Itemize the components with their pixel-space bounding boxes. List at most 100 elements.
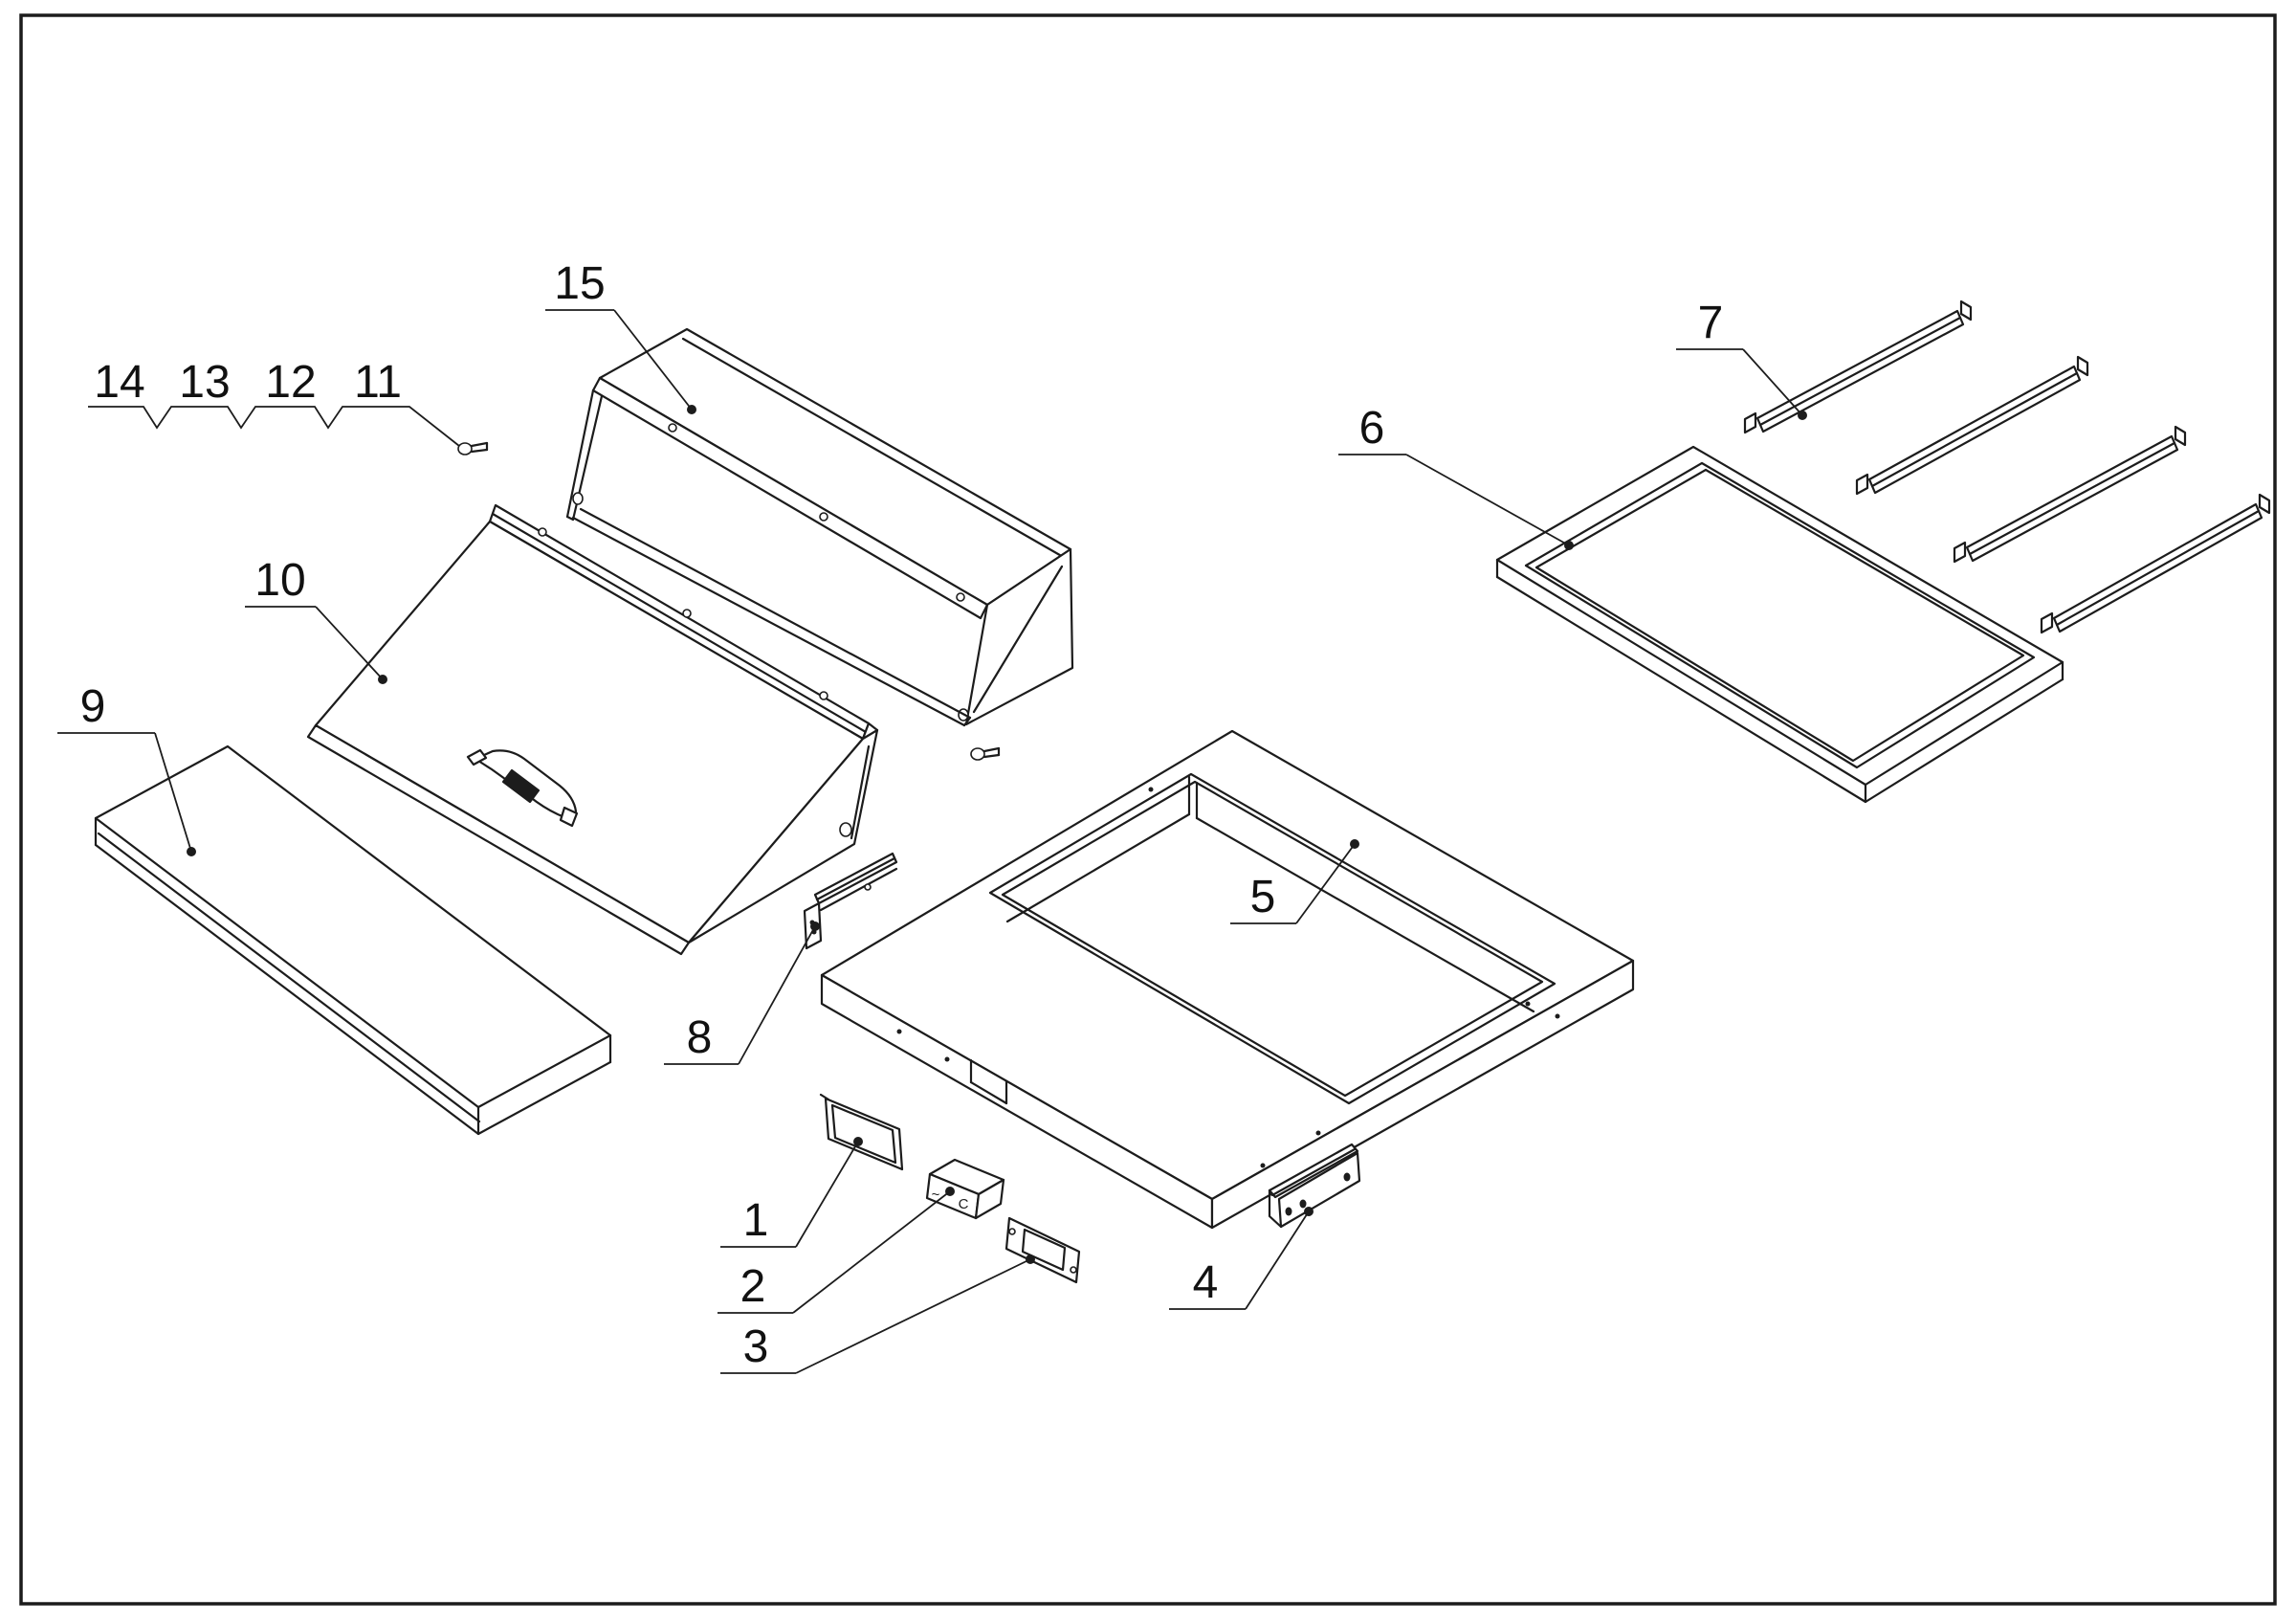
callout-1: 1 bbox=[720, 1137, 863, 1248]
tray-table-top-hole-dot bbox=[1260, 1163, 1266, 1168]
switch-box-marking: ~ bbox=[932, 1187, 940, 1203]
leader-dot-4 bbox=[1304, 1207, 1314, 1216]
part-latch-bracket-right bbox=[1268, 1143, 1361, 1229]
screw-fastener-right-hole bbox=[970, 747, 985, 761]
latch-bracket-right-hole bbox=[1343, 1172, 1351, 1182]
part-screw-fastener-right bbox=[970, 746, 1001, 761]
tray-table-top-hole-dot bbox=[944, 1056, 950, 1062]
leader-dot-10 bbox=[378, 675, 387, 684]
shelf-panel-edge bbox=[97, 832, 481, 1123]
leader-dot-15 bbox=[687, 405, 696, 414]
callout-label-3: 3 bbox=[743, 1321, 769, 1372]
part-tray-table-top bbox=[820, 729, 1635, 1230]
latch-bracket-right-hole bbox=[1299, 1199, 1307, 1209]
callout-label-13: 13 bbox=[179, 357, 230, 408]
cutout-plate-hole bbox=[1008, 1228, 1016, 1235]
callout-label-12: 12 bbox=[265, 357, 316, 408]
leader-dot-8 bbox=[810, 922, 820, 931]
part-screw-fastener-left bbox=[457, 441, 489, 455]
support-bar-2-face bbox=[1855, 473, 1869, 496]
latch-bracket-left-hole bbox=[864, 883, 872, 891]
support-bar-2-face bbox=[2076, 355, 2089, 377]
top-cover-hood-edge bbox=[972, 565, 1064, 714]
leader-dot-5 bbox=[1350, 839, 1359, 849]
tray-table-top-face bbox=[1210, 959, 1635, 1230]
part-door-plate bbox=[819, 1093, 904, 1171]
callout-4: 4 bbox=[1169, 1207, 1314, 1310]
top-cover-hood-hole bbox=[819, 512, 828, 522]
slanted-lid-contour bbox=[466, 748, 488, 766]
top-cover-hood-edge bbox=[681, 337, 1067, 560]
callout-label-10: 10 bbox=[254, 555, 305, 606]
latch-bracket-right-face bbox=[1277, 1151, 1361, 1229]
slanted-lid-edge bbox=[850, 744, 871, 840]
top-cover-hood-hole bbox=[668, 423, 677, 433]
part-cutout-plate bbox=[1004, 1216, 1081, 1284]
leader-line-2 bbox=[792, 1190, 951, 1314]
callout-label-5: 5 bbox=[1250, 872, 1276, 922]
leader-line-9 bbox=[154, 732, 192, 853]
callout-chain-14-13-12-11: 14 13 12 11 bbox=[88, 357, 460, 447]
leader-dot-9 bbox=[187, 847, 196, 856]
screw-fastener-left-edge bbox=[470, 448, 489, 454]
callout-label-8: 8 bbox=[687, 1012, 713, 1063]
tray-table-top-edge bbox=[1195, 816, 1535, 1013]
top-cover-hood-face bbox=[591, 376, 989, 620]
top-cover-hood-edge bbox=[571, 516, 966, 727]
callout-label-11: 11 bbox=[354, 357, 402, 408]
tray-table-top-hole-dot bbox=[1315, 1130, 1321, 1136]
latch-bracket-left-edge bbox=[815, 856, 896, 901]
slanted-lid-hole bbox=[819, 691, 828, 700]
screw-fastener-right-edge bbox=[982, 753, 1001, 759]
callout-label-14: 14 bbox=[94, 357, 144, 408]
callout-label-2: 2 bbox=[740, 1261, 766, 1312]
tray-table-top-hole-dot bbox=[896, 1029, 902, 1034]
top-cover-hood-hole bbox=[956, 592, 965, 602]
support-bar-4-edge bbox=[2055, 509, 2261, 627]
leader-dot-6 bbox=[1564, 541, 1574, 550]
part-support-bar-4 bbox=[2040, 493, 2271, 634]
support-bar-4-face bbox=[2040, 611, 2054, 634]
part-support-bar-3 bbox=[1953, 425, 2187, 564]
tray-table-top-edge bbox=[988, 772, 1556, 1105]
support-bar-3-face bbox=[1953, 541, 1967, 564]
support-bar-3-face bbox=[2174, 425, 2187, 447]
callout-3: 3 bbox=[720, 1255, 1035, 1374]
support-bar-1-face bbox=[1743, 411, 1757, 434]
part-top-cover-hood bbox=[565, 327, 1074, 727]
screw-fastener-left-hole bbox=[457, 442, 473, 455]
tray-table-top-hole-dot bbox=[1525, 1001, 1531, 1007]
tray-table-top-edge bbox=[1001, 780, 1544, 1098]
callout-2: 2 bbox=[718, 1187, 955, 1314]
switch-box-marking: C bbox=[959, 1196, 969, 1212]
callout-label-4: 4 bbox=[1193, 1257, 1219, 1308]
callout-5: 5 bbox=[1230, 839, 1359, 924]
leader-dot-2 bbox=[945, 1187, 955, 1196]
callout-7: 7 bbox=[1676, 298, 1807, 420]
leader-line-7 bbox=[1742, 348, 1803, 416]
callout-label-9: 9 bbox=[80, 681, 106, 732]
tray-table-top-edge bbox=[1005, 812, 1191, 923]
support-bar-1-edge bbox=[1758, 316, 1962, 427]
top-cover-hood-edge bbox=[565, 515, 575, 522]
leader-line-10 bbox=[315, 606, 384, 680]
part-inner-frame bbox=[1495, 445, 2064, 804]
inner-frame-edge bbox=[1524, 461, 2036, 769]
support-bar-1-face bbox=[1959, 300, 1973, 322]
support-bar-4-face bbox=[2258, 493, 2271, 515]
inner-frame-edge bbox=[1534, 468, 2025, 763]
callout-10: 10 bbox=[245, 555, 387, 684]
tray-table-top-hole-dot bbox=[1555, 1013, 1560, 1019]
leader-dot-3 bbox=[1026, 1255, 1035, 1264]
callout-label-6: 6 bbox=[1359, 403, 1385, 454]
callout-chain-line bbox=[88, 406, 460, 447]
slanted-lid-hole bbox=[538, 527, 547, 537]
callout-15: 15 bbox=[545, 258, 696, 414]
leader-dot-7 bbox=[1798, 411, 1807, 420]
door-plate-edge bbox=[819, 1093, 830, 1101]
switch-box-face bbox=[974, 1178, 1005, 1220]
callout-6: 6 bbox=[1338, 403, 1574, 550]
support-bar-2-edge bbox=[1870, 371, 2079, 488]
top-cover-hood-edge bbox=[565, 389, 595, 519]
